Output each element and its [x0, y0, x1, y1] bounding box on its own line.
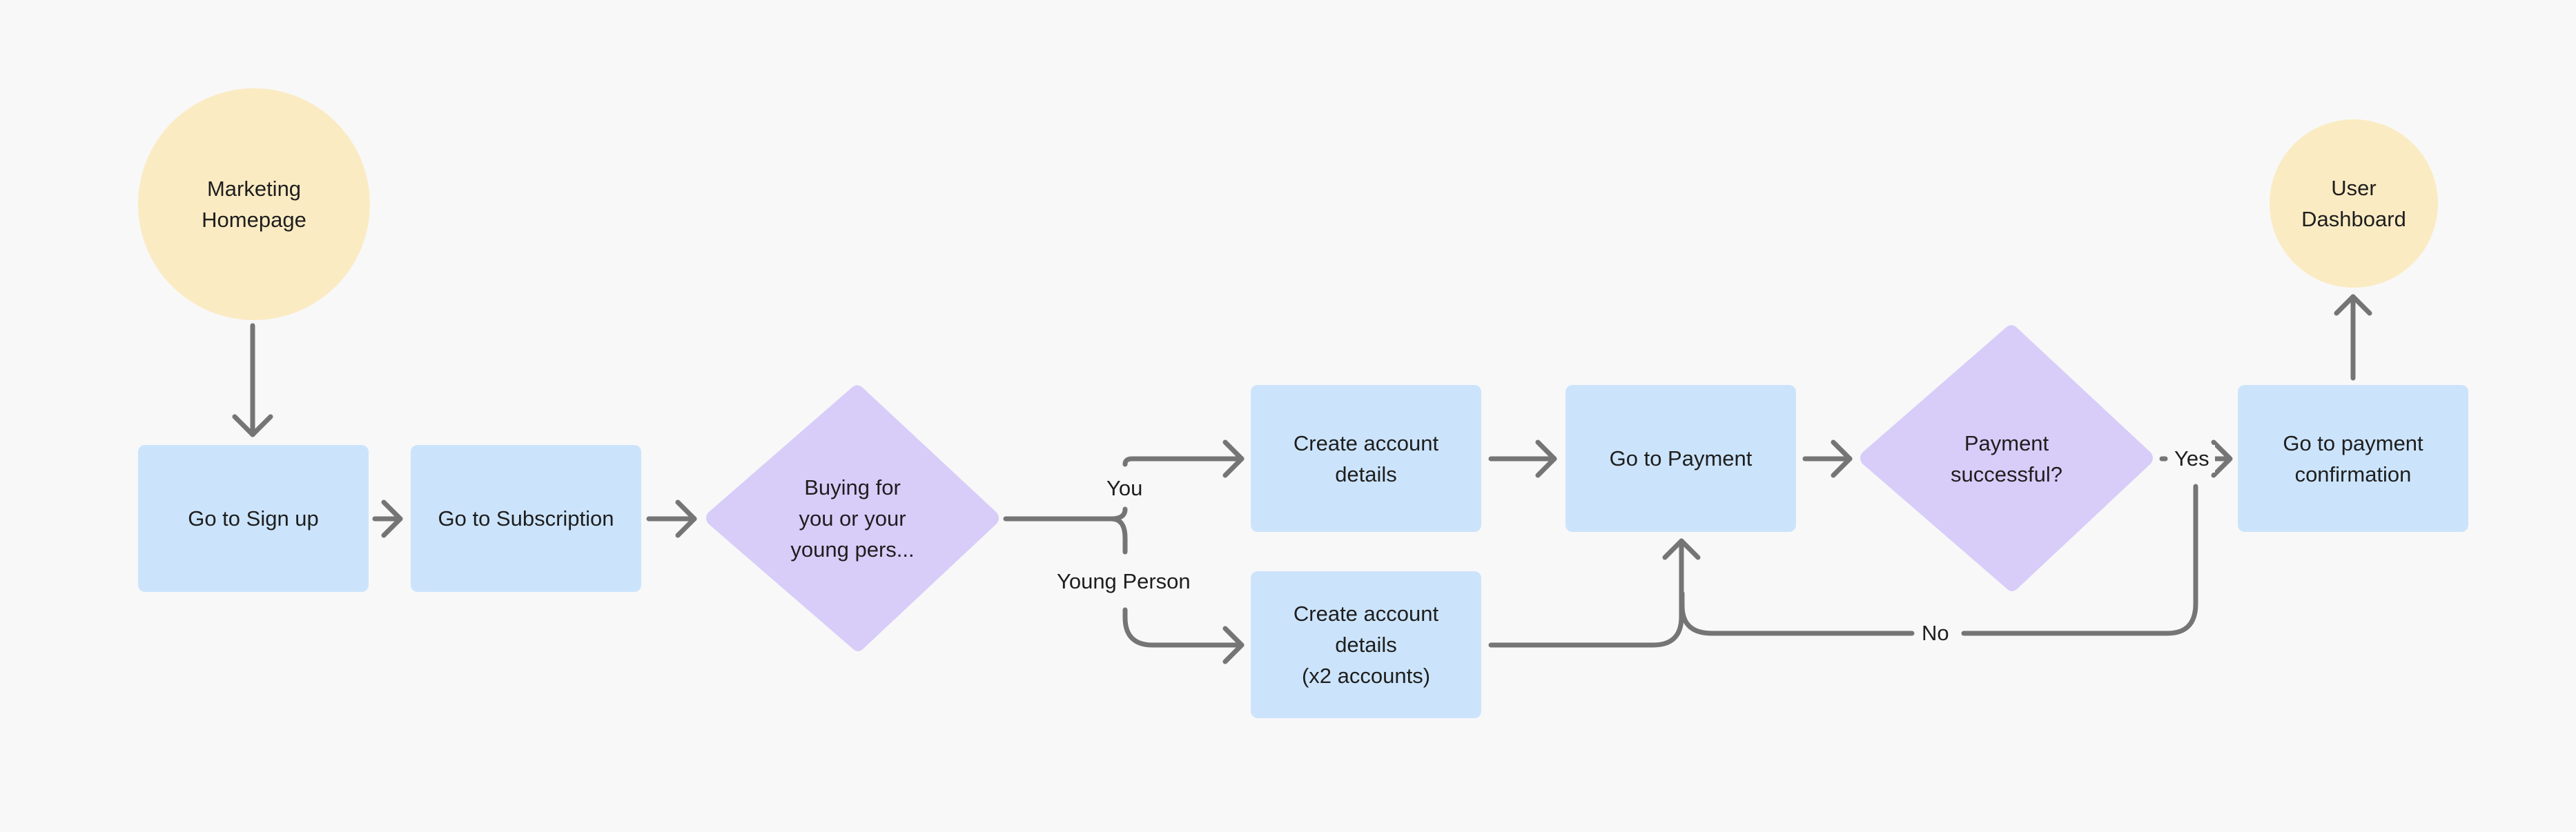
node-go-to-payment[interactable]: Go to Payment [1565, 385, 1796, 532]
node-label: Create account details [1293, 430, 1439, 486]
node-label: User Dashboard [2301, 176, 2406, 231]
node-create-account-details[interactable]: Create account details [1251, 385, 1481, 532]
edge-label-you: You [1101, 475, 1149, 502]
edge-label-young-person: Young Person [1051, 568, 1196, 595]
node-user-dashboard[interactable]: User Dashboard [2270, 119, 2438, 288]
node-label: Marketing Homepage [202, 177, 306, 232]
node-label: Buying for you or your young pers... [790, 475, 915, 562]
node-label: Go to payment confirmation [2283, 430, 2423, 486]
node-label: Create account details (x2 accounts) [1293, 602, 1439, 688]
node-go-to-payment-confirmation[interactable]: Go to payment confirmation [2238, 385, 2468, 532]
diamond-shape [1860, 325, 2153, 591]
connector-signup-to-subscription [372, 499, 403, 538]
node-decision-payment-successful[interactable]: Payment successful? [1858, 323, 2155, 594]
diamond-shape [706, 385, 999, 651]
node-label: Payment successful? [1951, 430, 2062, 486]
node-create-account-details-x2[interactable]: Create account details (x2 accounts) [1251, 571, 1481, 718]
node-label: Go to Sign up [188, 506, 319, 531]
edge-label-no: No [1916, 620, 1955, 647]
connector-create-account-x2-to-payment [1488, 538, 1701, 648]
node-go-to-subscription[interactable]: Go to Subscription [411, 445, 641, 592]
connector-decision-to-create-account [1003, 439, 1245, 522]
connector-decision-to-create-account-x2 [1109, 516, 1245, 664]
connector-payment-to-decision [1802, 439, 1853, 478]
node-label: Go to Subscription [438, 506, 614, 531]
connector-create-account-to-payment [1488, 439, 1557, 478]
node-decision-buying-for[interactable]: Buying for you or your young pers... [704, 383, 1001, 654]
connector-decision-no-loop [1679, 484, 2198, 636]
connector-subscription-to-decision [646, 499, 697, 538]
node-marketing-homepage[interactable]: Marketing Homepage [138, 88, 370, 320]
edge-label-yes: Yes [2169, 445, 2215, 473]
node-label: Go to Payment [1609, 446, 1753, 471]
node-go-to-sign-up[interactable]: Go to Sign up [138, 445, 369, 592]
connector-confirmation-to-dashboard [2334, 294, 2372, 381]
connector-homepage-to-signup [232, 323, 273, 437]
